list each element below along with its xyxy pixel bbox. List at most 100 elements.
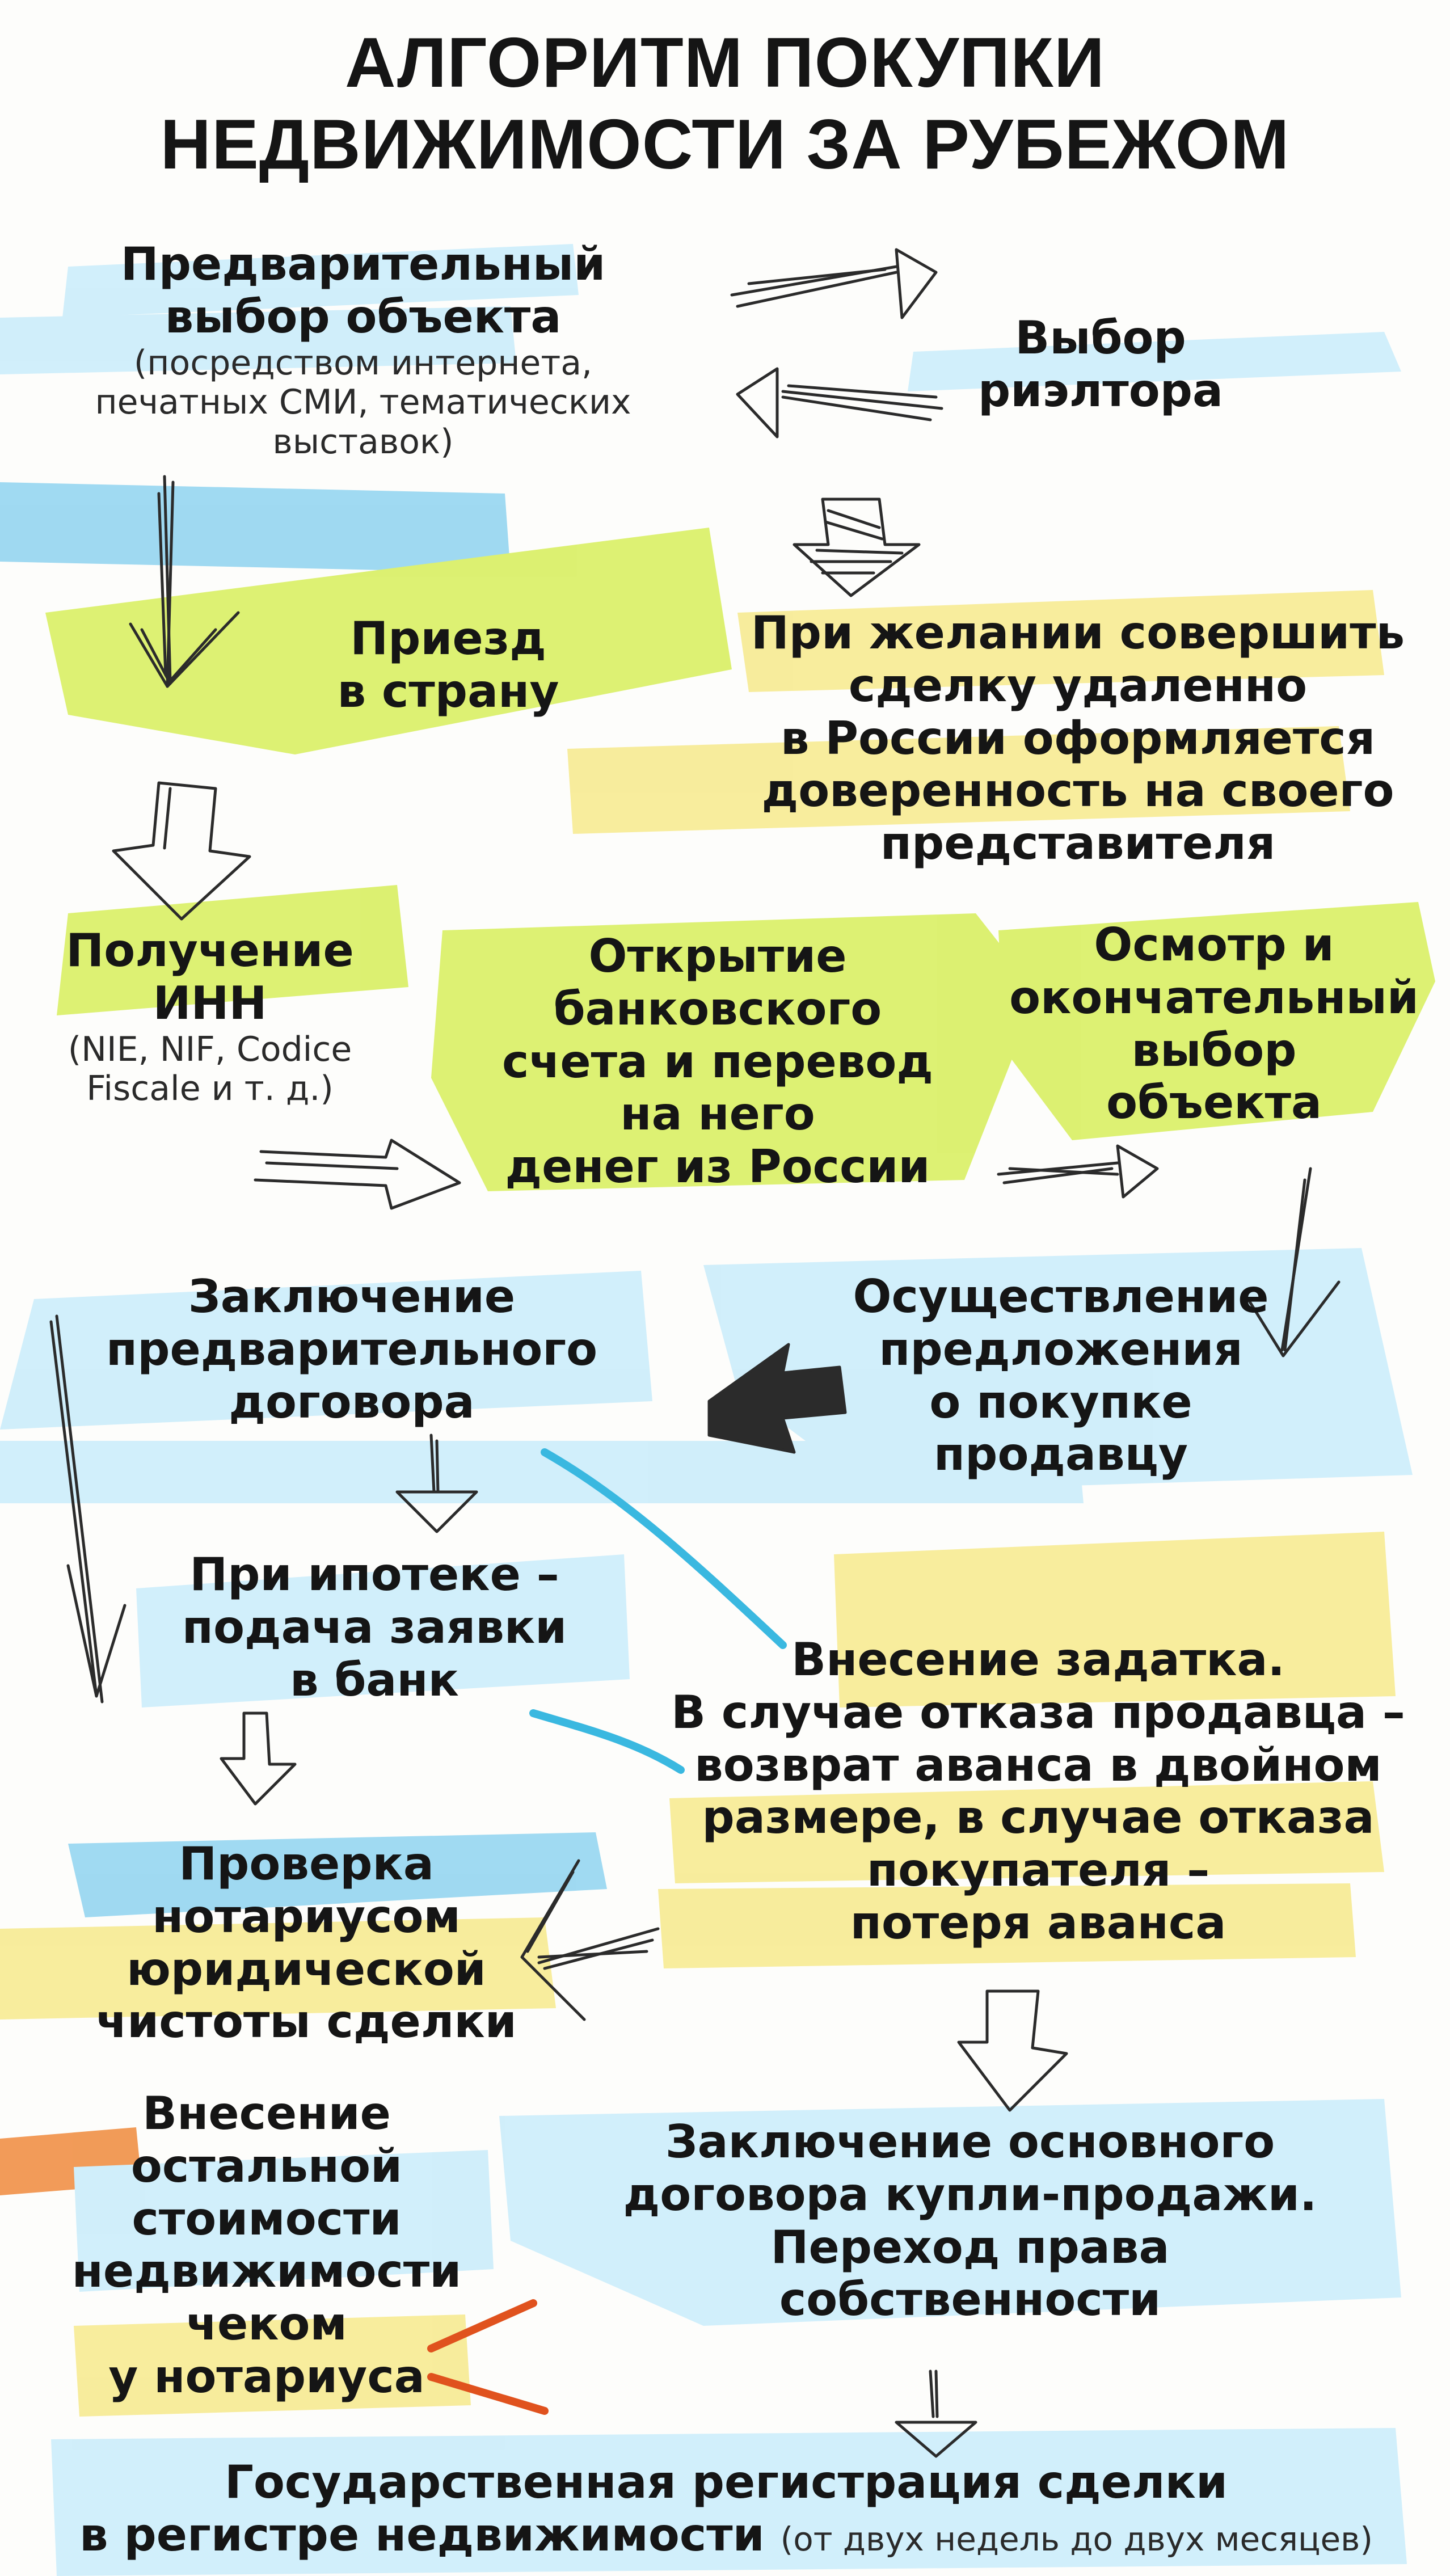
step-tax-id-note2: Fiscale и т. д.)	[86, 1069, 334, 1109]
step-inspection: Осмотр и окончательный выбор объекта	[998, 918, 1430, 1129]
step-remaining-payment-line5: чеком	[186, 2297, 347, 2351]
step-power-of-attorney-line2: сделку удаленно	[848, 659, 1308, 712]
step-bank-account-line4: на него	[620, 1087, 815, 1141]
step-preliminary-contract-line2: предварительного	[106, 1322, 598, 1376]
step-mortgage: При ипотеке – подача заявки в банк	[142, 1548, 607, 1706]
step-notary-check: Проверка нотариусом юридической чистоты …	[85, 1837, 528, 2048]
step-remaining-payment-line6: у нотариуса	[108, 2350, 425, 2403]
highlight-notary-yellow	[0, 1917, 556, 2020]
step-registration-line2: в регистре недвижимости	[79, 2508, 765, 2561]
step-offer-line4: продавцу	[933, 1428, 1188, 1481]
step-deposit-line5: покупателя –	[866, 1844, 1210, 1897]
arrow-offer-to-contract	[707, 1343, 847, 1454]
step-power-of-attorney-line1: При желании совершить	[751, 606, 1405, 659]
highlight-inspection	[998, 902, 1435, 1140]
step-registration: Государственная регистрация сделки в рег…	[23, 2456, 1430, 2562]
arrow-deposit-to-notary	[520, 1859, 660, 2021]
step-offer-line1: Осуществление	[853, 1270, 1269, 1323]
arrow-arrival-to-taxid	[112, 781, 251, 921]
step-bank-account-line5: денег из России	[505, 1140, 930, 1194]
highlight-taxid	[57, 885, 408, 1015]
step-preliminary-choice: Предварительный выбор объекта (посредств…	[23, 238, 703, 462]
step-preliminary-contract-line1: Заключение	[188, 1270, 516, 1323]
step-offer-line2: предложения	[879, 1322, 1243, 1376]
arrow-contract-to-mortgage	[395, 1434, 478, 1533]
highlight-offer	[703, 1248, 1413, 1492]
highlight-registration	[51, 2428, 1407, 2576]
step-power-of-attorney-line3: в России оформляется	[780, 711, 1376, 765]
highlight-deposit-3	[658, 1883, 1356, 1968]
highlight-arrival	[45, 528, 732, 754]
step-preliminary-contract: Заключение предварительного договора	[68, 1270, 635, 1428]
step-notary-check-line3: юридической	[127, 1942, 486, 1996]
step-deposit-line6: потеря аванса	[850, 1896, 1226, 1949]
step-preliminary-choice-line1: Предварительный	[120, 238, 606, 290]
step-power-of-attorney: При желании совершить сделку удаленно в …	[732, 606, 1424, 870]
arrow-prelim-to-realtor	[730, 248, 938, 319]
arrow-deposit-to-main	[957, 1989, 1068, 2112]
step-tax-id-note1: (NIE, NIF, Codice	[68, 1029, 352, 1069]
step-arrival-line2: в страну	[337, 664, 559, 718]
highlight-bank	[431, 913, 1038, 1191]
arrow-inspection-to-offer	[1246, 1167, 1341, 1357]
highlight-attorney-2	[567, 726, 1350, 834]
highlight-deposit-2	[669, 1781, 1384, 1883]
step-remaining-payment: Внесение остальной стоимости недвижимост…	[62, 2087, 471, 2404]
step-registration-line2-wrap: в регистре недвижимости (от двух недель …	[23, 2508, 1430, 2562]
step-power-of-attorney-line4: доверенность на своего	[761, 764, 1394, 817]
step-offer-line3: о покупке	[929, 1375, 1192, 1428]
pencil-line-left	[49, 1314, 127, 1704]
highlight-realtor	[908, 332, 1401, 391]
highlight-notary	[68, 1832, 607, 1917]
highlight-preliminary-2	[0, 306, 516, 374]
arrow-realtor-to-attorney	[793, 498, 921, 597]
step-bank-account-line2: банковского	[553, 982, 882, 1035]
highlight-preliminary-contract	[0, 1271, 652, 1430]
page-title: АЛГОРИТМ ПОКУПКИ НЕДВИЖИМОСТИ ЗА РУБЕЖОМ	[0, 23, 1450, 186]
step-remaining-payment-line4: недвижимости	[71, 2245, 462, 2298]
arrow-taxid-to-bank	[254, 1139, 461, 1210]
step-preliminary-contract-line3: договора	[229, 1375, 475, 1428]
highlight-main-contract	[499, 2099, 1401, 2326]
step-remaining-payment-line3: стоимости	[132, 2192, 402, 2245]
step-preliminary-choice-note1: (посредством интернета,	[133, 343, 593, 383]
arrow-bank-to-inspection	[997, 1144, 1159, 1199]
step-inspection-line3: выбор	[1131, 1023, 1297, 1077]
step-tax-id-line2: ИНН	[153, 976, 267, 1030]
step-main-contract-line2: договора купли-продажи.	[623, 2168, 1317, 2221]
step-notary-check-line1: Проверка	[179, 1837, 434, 1890]
step-bank-account-line3: счета и перевод	[502, 1035, 933, 1088]
step-mortgage-line1: При ипотеке –	[189, 1548, 559, 1601]
highlight-mortgage	[136, 1554, 630, 1708]
step-realtor-choice-line1: Выбор	[1015, 311, 1186, 364]
step-arrival: Приезд в страну	[272, 612, 624, 718]
step-registration-note: (от двух недель до двух месяцев)	[780, 2519, 1373, 2558]
step-registration-line1: Государственная регистрация сделки	[224, 2456, 1228, 2508]
arrow-prelim-to-arrival	[129, 475, 240, 688]
step-bank-account-line1: Открытие	[588, 930, 847, 983]
blue-pen-lines	[529, 1448, 787, 1774]
step-remaining-payment-line1: Внесение	[142, 2087, 391, 2140]
step-preliminary-choice-note2: печатных СМИ, тематических	[95, 382, 631, 423]
step-main-contract: Заключение основного договора купли-прод…	[573, 2115, 1367, 2326]
step-preliminary-choice-line2: выбор объекта	[165, 290, 562, 343]
highlight-preliminary-1	[62, 244, 579, 318]
title-line-2: НЕДВИЖИМОСТИ ЗА РУБЕЖОМ	[160, 105, 1290, 184]
highlight-deposit-1	[834, 1532, 1396, 1708]
title-line-1: АЛГОРИТМ ПОКУПКИ	[345, 24, 1105, 102]
step-bank-account: Открытие банковского счета и перевод на …	[482, 930, 953, 1194]
arrow-main-to-registration	[895, 2370, 977, 2458]
highlight-blue-strip	[0, 1441, 1084, 1503]
highlight-preliminary-3	[0, 482, 511, 573]
step-deposit-line2: В случае отказа продавца –	[671, 1685, 1405, 1739]
highlight-payment-1	[74, 2150, 494, 2292]
step-mortgage-line2: подача заявки	[182, 1600, 567, 1654]
arrow-mortgage-to-notary	[220, 1711, 297, 1806]
step-notary-check-line4: чистоты сделки	[96, 1995, 517, 2048]
step-inspection-line2: окончательный	[1009, 971, 1419, 1024]
step-notary-check-line2: нотариусом	[152, 1890, 461, 1943]
step-offer: Осуществление предложения о покупке прод…	[828, 1270, 1293, 1481]
step-main-contract-line1: Заключение основного	[665, 2115, 1275, 2168]
